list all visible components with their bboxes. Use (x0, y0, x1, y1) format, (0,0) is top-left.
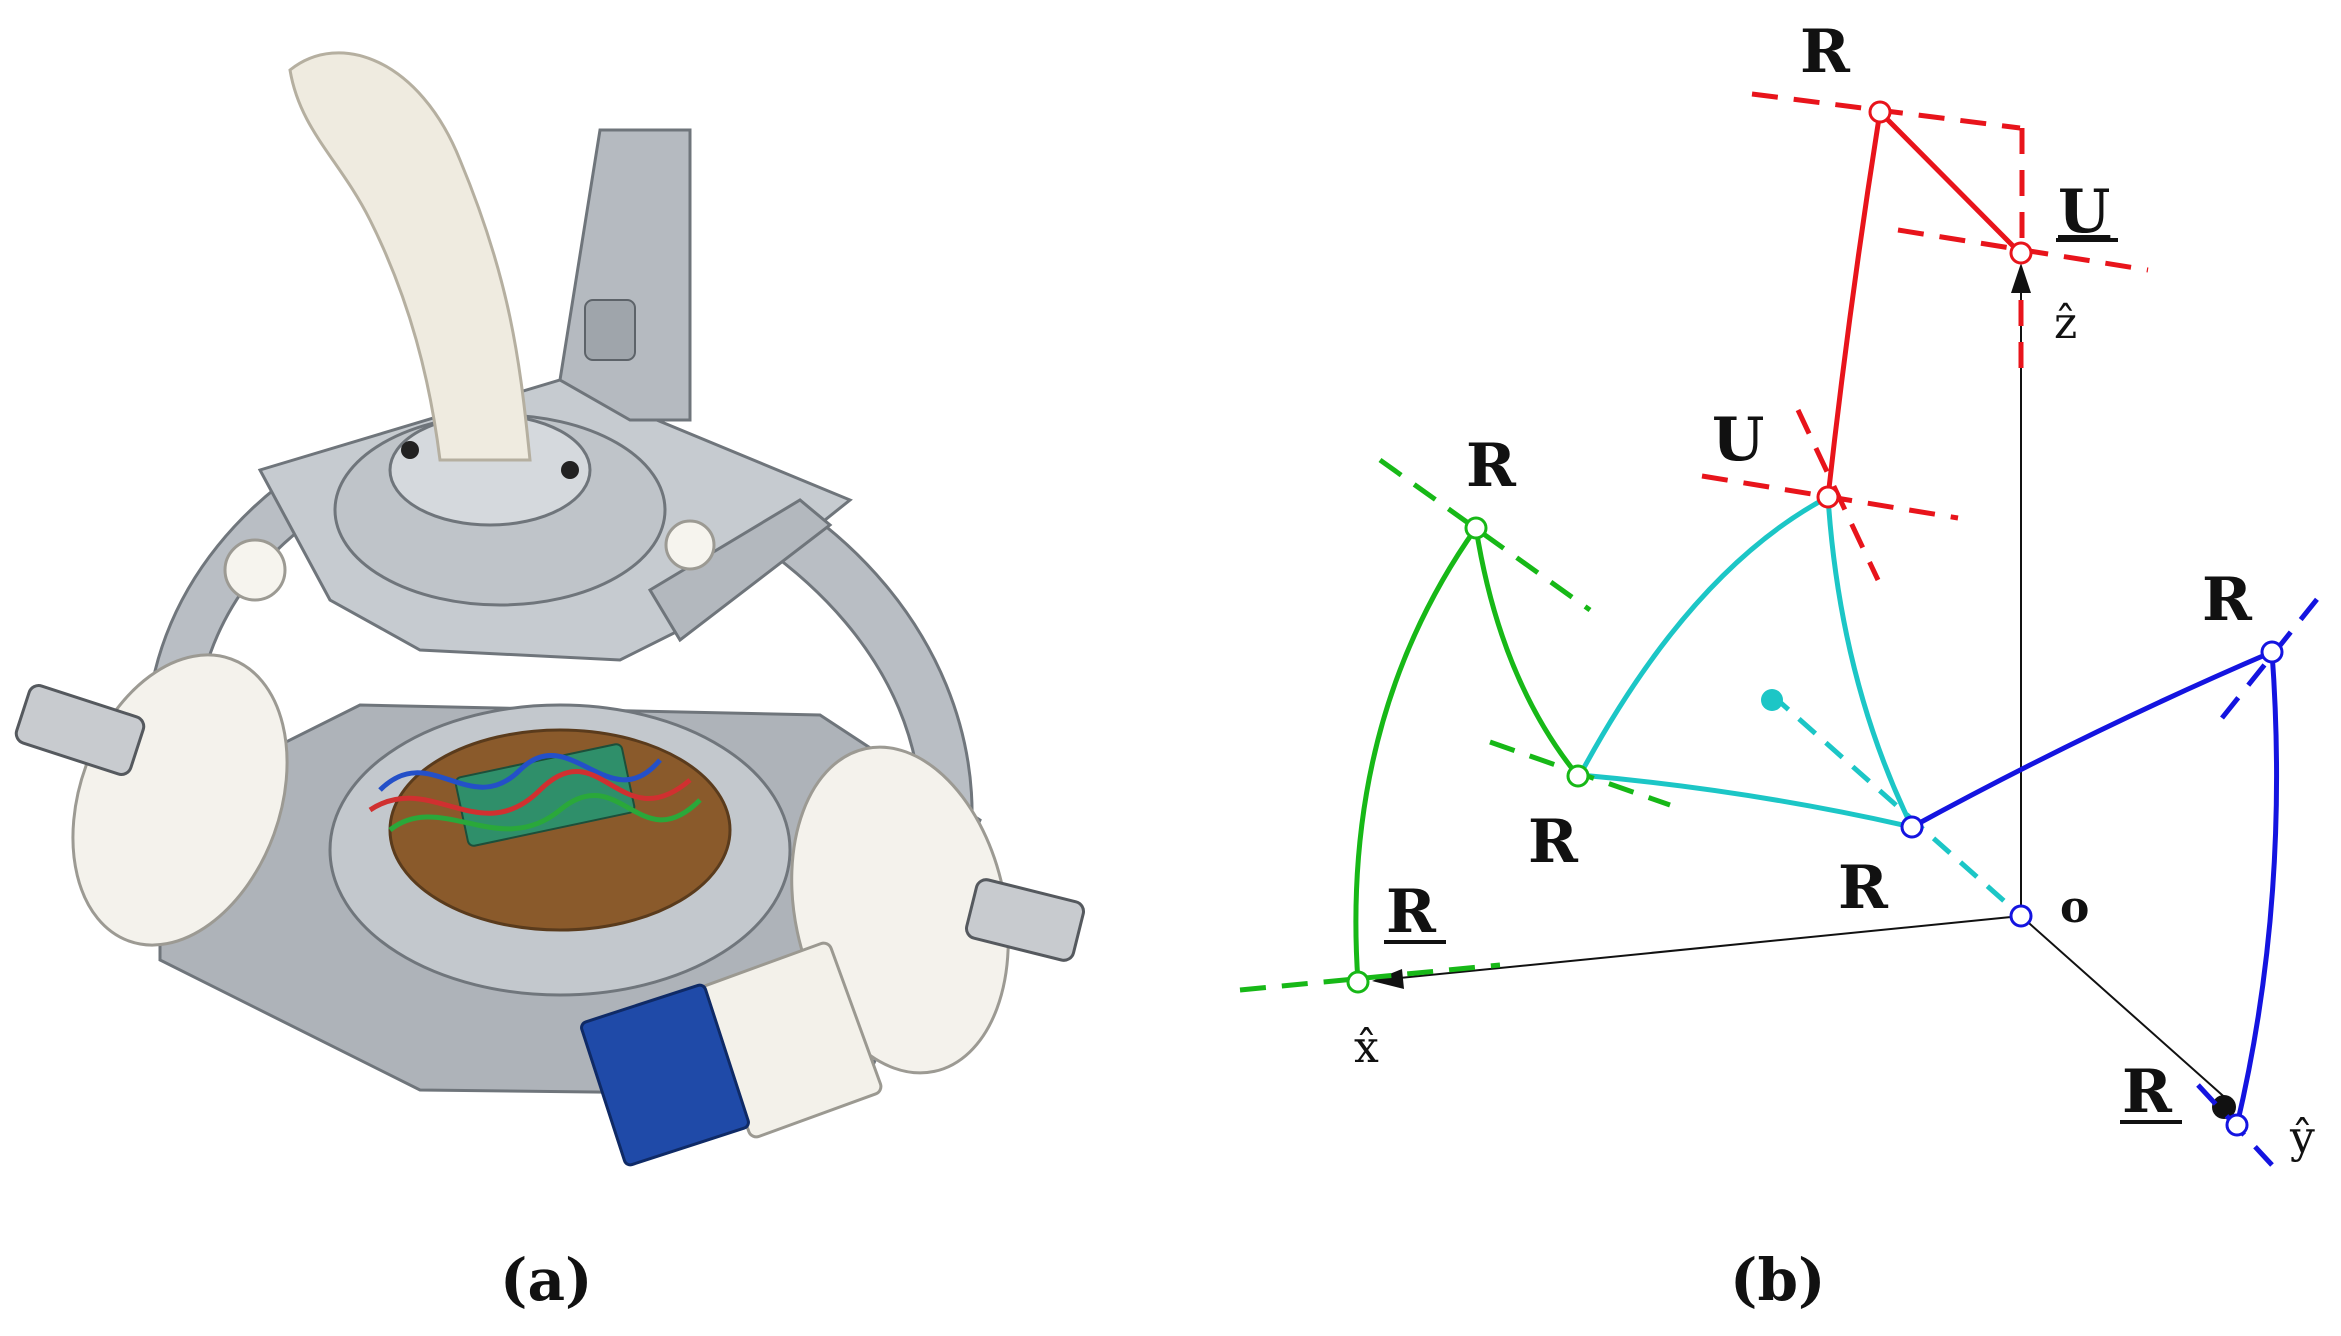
blue-dashed-axis-top (2220, 596, 2320, 720)
joint-blue-cyan (1900, 815, 1924, 839)
axis-label-x: x̂ (1354, 1022, 1379, 1073)
red-link-lower (1825, 111, 1883, 498)
hub-bolt-2 (561, 461, 579, 479)
wires (378, 753, 662, 792)
joint-blue-top (2260, 640, 2284, 664)
knob-left (223, 538, 287, 602)
red-link-upper (1878, 110, 2022, 255)
label-green-mid-r: R (1528, 807, 1579, 877)
white-handle (288, 51, 532, 462)
blue-link-top (1910, 649, 2273, 830)
label-cyan-r: R (1838, 853, 1889, 923)
origin-label: o (2060, 882, 2089, 933)
y-axis-line (2020, 915, 2231, 1103)
blue-link-base (2234, 651, 2280, 1126)
green-dashed-axis-base (1239, 962, 1501, 993)
right-motor (964, 878, 1086, 962)
cyan-link-top-left (1577, 494, 1830, 777)
label-green-base-r: R (1386, 877, 1437, 947)
axis-label-y: ŷ (2289, 1112, 2315, 1163)
knob-right (664, 519, 716, 571)
joint-green-mid (1566, 764, 1590, 788)
encoder-board (580, 983, 750, 1167)
x-axis-line (1379, 915, 2022, 981)
green-link-mid (1473, 527, 1580, 778)
hub-bolt-1 (401, 441, 419, 459)
left-motor (14, 684, 146, 776)
caption-a: (a) (500, 1246, 592, 1314)
origin-point (2009, 904, 2033, 928)
x-axis-arrowhead (1372, 969, 1404, 989)
right-bar-arm (647, 498, 833, 643)
cyan-link-bottom (1579, 772, 1913, 830)
panel-a-robot-illustration (14, 51, 1086, 1167)
joint-green-top (1464, 516, 1488, 540)
label-blue-top-r: R (2202, 565, 2253, 635)
z-axis-arrowhead (2011, 263, 2031, 293)
cyan-dashed-axis (1770, 693, 2023, 918)
label-green-top-r: R (1466, 431, 1517, 501)
label-blue-base-r: R (2122, 1057, 2173, 1127)
label-red-top-r: R (1800, 17, 1851, 87)
caption-b: (b) (1730, 1246, 1825, 1314)
panel-b-kinematic-diagram: R U U R R R R R R ẑ x̂ ŷ o (1239, 17, 2320, 1167)
joint-red-u-left (1816, 485, 1840, 509)
joint-green-base (1346, 970, 1370, 994)
joint-red-u-right (2009, 241, 2033, 265)
vertical-linkage (558, 128, 692, 422)
cyan-axis-dot (1761, 689, 1783, 711)
axis-label-z: ẑ (2054, 298, 2077, 349)
cyan-link-top-right (1825, 496, 1915, 829)
y-axis-dot (2212, 1095, 2236, 1119)
label-red-u-left: U (1712, 405, 1764, 475)
linkage-hinge (584, 299, 636, 361)
label-red-u-right: U (2058, 177, 2110, 247)
joint-blue-base (2225, 1113, 2249, 1137)
green-link-base (1353, 526, 1479, 983)
joint-red-top (1868, 100, 1892, 124)
